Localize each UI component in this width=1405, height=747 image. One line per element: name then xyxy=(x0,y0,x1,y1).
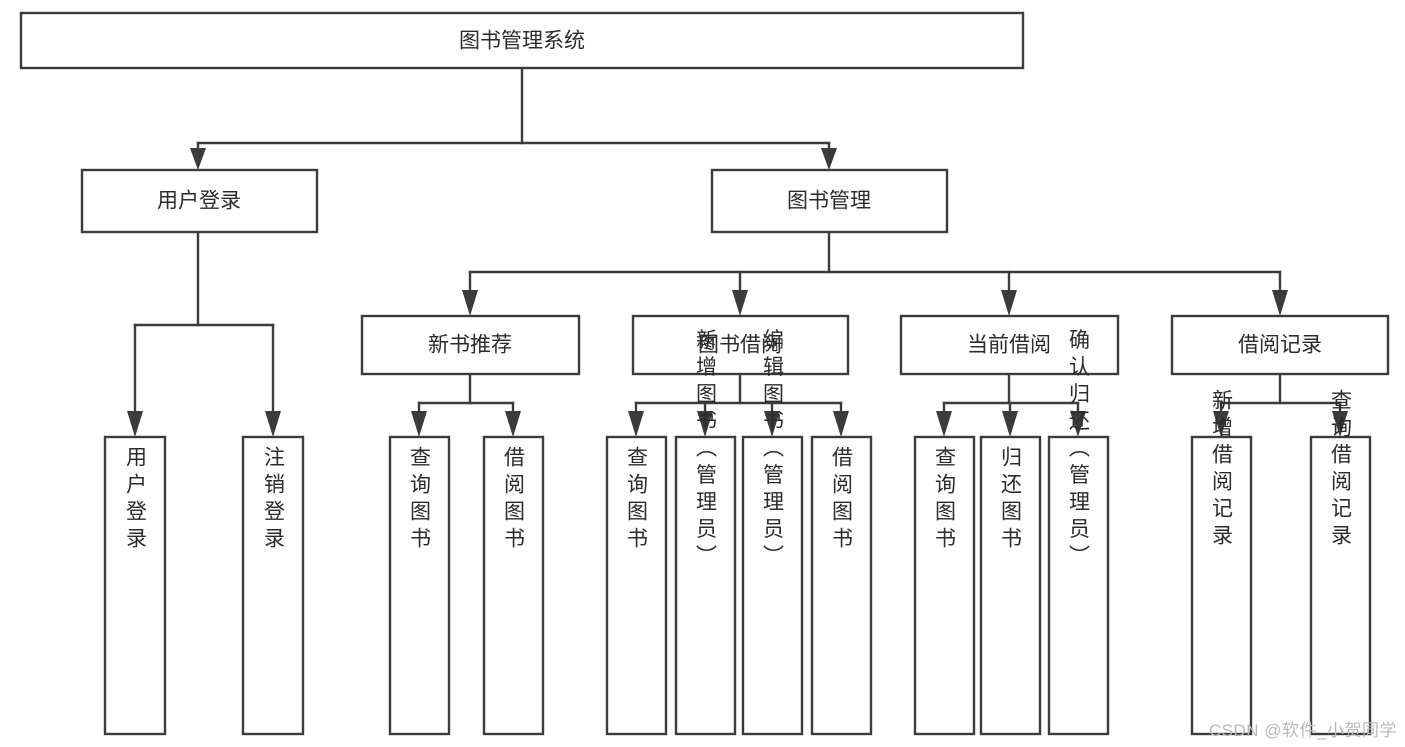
node-leaf-bb-edit-book[interactable]: 编辑图书（管理员） xyxy=(741,329,804,736)
node-leaf-rec-borrow-book-box[interactable] xyxy=(482,435,545,736)
node-current-borrow-label: 当前借阅 xyxy=(967,334,1051,357)
arrow-head-leaf-br-query-record xyxy=(1332,411,1348,437)
node-leaf-user-login[interactable]: 用户登录 xyxy=(103,435,167,736)
arrow-head-leaf-bb-query-book xyxy=(628,411,644,437)
node-leaf-user-login-box[interactable] xyxy=(103,435,167,736)
node-book-mgmt-box[interactable] xyxy=(710,168,949,234)
node-borrow-record-label: 借阅记录 xyxy=(1238,334,1322,357)
arrow-head-leaf-bb-edit-book xyxy=(764,411,780,437)
arrow-head-book-mgmt xyxy=(821,148,837,170)
arrow-head-new-book-rec xyxy=(462,290,478,316)
node-leaf-bb-add-book-box[interactable] xyxy=(674,435,737,736)
node-leaf-rec-query-book-box[interactable] xyxy=(388,435,451,736)
node-leaf-bb-borrow-book-box[interactable] xyxy=(810,435,873,736)
arrow-head-leaf-br-add-record xyxy=(1213,411,1229,437)
node-user-login-box[interactable] xyxy=(80,168,319,234)
node-book-borrow-box[interactable] xyxy=(631,314,850,376)
node-book-borrow-label: 图书借阅 xyxy=(698,334,782,357)
node-new-book-rec[interactable]: 新书推荐 xyxy=(360,314,581,376)
node-leaf-bb-query-book-box[interactable] xyxy=(605,435,668,736)
node-root[interactable]: 图书管理系统 xyxy=(19,11,1025,70)
node-leaf-rec-query-book[interactable]: 查询图书 xyxy=(388,435,451,736)
arrow-head-book-borrow xyxy=(732,290,748,316)
arrow-head-leaf-cb-confirm-return xyxy=(1070,411,1086,437)
node-book-borrow[interactable]: 图书借阅 xyxy=(631,314,850,376)
arrow-head-borrow-record xyxy=(1272,290,1288,316)
arrow-head-leaf-user-logout xyxy=(265,411,281,437)
node-new-book-rec-box[interactable] xyxy=(360,314,581,376)
node-leaf-cb-query-book-label: 查询图书 xyxy=(933,446,957,554)
node-leaf-bb-borrow-book[interactable]: 借阅图书 xyxy=(810,435,873,736)
arrow-head-current-borrow xyxy=(1001,290,1017,316)
watermark-text: CSDN @软件_小贺同学 xyxy=(1208,721,1397,740)
connector-layer xyxy=(127,66,1348,437)
node-current-borrow[interactable]: 当前借阅 xyxy=(899,314,1120,376)
node-leaf-br-query-record-box[interactable] xyxy=(1309,435,1372,736)
node-root-box[interactable] xyxy=(19,11,1025,70)
node-leaf-rec-borrow-book-label: 借阅图书 xyxy=(502,446,526,554)
node-new-book-rec-label: 新书推荐 xyxy=(428,334,512,357)
node-current-borrow-box[interactable] xyxy=(899,314,1120,376)
node-leaf-rec-borrow-book[interactable]: 借阅图书 xyxy=(482,435,545,736)
node-leaf-user-logout-label: 注销登录 xyxy=(262,446,286,554)
node-leaf-cb-query-book-box[interactable] xyxy=(913,435,976,736)
node-book-mgmt[interactable]: 图书管理 xyxy=(710,168,949,234)
node-leaf-bb-query-book[interactable]: 查询图书 xyxy=(605,435,668,736)
node-leaf-cb-confirm-return-label: 确认归还（管理员） xyxy=(1067,329,1091,572)
node-leaf-cb-return-book-label: 归还图书 xyxy=(999,446,1023,554)
node-leaf-user-login-label: 用户登录 xyxy=(124,446,148,554)
node-leaf-bb-edit-book-label: 编辑图书（管理员） xyxy=(761,329,785,572)
node-leaf-br-add-record-label: 新增借阅记录 xyxy=(1210,389,1234,551)
arrow-head-leaf-bb-add-book xyxy=(697,411,713,437)
node-leaf-br-query-record[interactable]: 查询借阅记录 xyxy=(1309,389,1372,736)
node-leaf-cb-query-book[interactable]: 查询图书 xyxy=(913,435,976,736)
node-leaf-user-logout[interactable]: 注销登录 xyxy=(241,435,305,736)
node-leaf-br-query-record-label: 查询借阅记录 xyxy=(1329,389,1353,551)
arrow-head-user-login xyxy=(190,148,206,170)
node-leaf-bb-query-book-label: 查询图书 xyxy=(625,446,649,554)
arrow-head-leaf-rec-query-book xyxy=(411,411,427,437)
node-leaf-bb-edit-book-box[interactable] xyxy=(741,435,804,736)
node-leaf-br-add-record-box[interactable] xyxy=(1190,435,1253,736)
node-leaf-cb-confirm-return[interactable]: 确认归还（管理员） xyxy=(1047,329,1110,736)
node-leaf-cb-return-book[interactable]: 归还图书 xyxy=(979,435,1042,736)
node-leaf-bb-add-book[interactable]: 新增图书（管理员） xyxy=(674,329,737,736)
node-leaf-rec-query-book-label: 查询图书 xyxy=(408,446,432,554)
node-borrow-record[interactable]: 借阅记录 xyxy=(1170,314,1390,376)
node-user-login[interactable]: 用户登录 xyxy=(80,168,319,234)
node-leaf-bb-borrow-book-label: 借阅图书 xyxy=(830,446,854,554)
node-user-login-label: 用户登录 xyxy=(157,190,241,213)
node-leaf-br-add-record[interactable]: 新增借阅记录 xyxy=(1190,389,1253,736)
node-book-mgmt-label: 图书管理 xyxy=(787,190,871,213)
node-leaf-user-logout-box[interactable] xyxy=(241,435,305,736)
arrow-head-leaf-cb-return-book xyxy=(1002,411,1018,437)
node-leaf-bb-add-book-label: 新增图书（管理员） xyxy=(694,329,718,572)
arrow-head-leaf-cb-query-book xyxy=(936,411,952,437)
arrow-head-leaf-rec-borrow-book xyxy=(505,411,521,437)
node-borrow-record-box[interactable] xyxy=(1170,314,1390,376)
node-leaf-cb-confirm-return-box[interactable] xyxy=(1047,435,1110,736)
arrow-head-leaf-bb-borrow-book xyxy=(833,411,849,437)
node-root-label: 图书管理系统 xyxy=(459,30,585,53)
node-leaf-cb-return-book-box[interactable] xyxy=(979,435,1042,736)
arrow-head-leaf-user-login xyxy=(127,411,143,437)
